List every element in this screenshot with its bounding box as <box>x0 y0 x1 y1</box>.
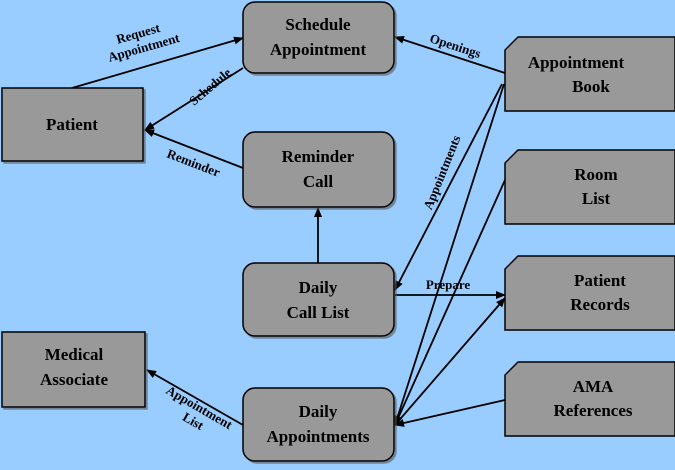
entity-patient: Patient <box>1 87 144 162</box>
process-schedule-appointment-line1: Schedule <box>285 15 351 34</box>
process-schedule-appointment-line2: Appointment <box>270 40 367 59</box>
process-daily-call-list-line1: Daily <box>299 278 338 297</box>
store-ama-references-line1: AMA <box>573 377 614 396</box>
store-room-list-line2: List <box>582 189 611 208</box>
edge-reminder <box>144 129 244 169</box>
process-reminder-call-line1: Reminder <box>282 147 355 166</box>
store-ama-references-line2: References <box>554 401 633 420</box>
edges <box>71 35 506 427</box>
store-appointment-book: Appointment Book <box>504 36 675 112</box>
label-request-appointment: Request Appointment <box>102 15 182 64</box>
process-daily-call-list-line2: Call List <box>287 303 350 322</box>
store-room-list-line1: Room <box>574 165 617 184</box>
store-appointment-book-line1: Appointment <box>528 53 625 72</box>
label-prepare: Prepare <box>426 277 471 292</box>
process-reminder-call: Reminder Call <box>242 131 395 208</box>
edge-schedule <box>144 67 244 131</box>
process-daily-call-list: Daily Call List <box>242 262 395 337</box>
process-daily-appointments-line1: Daily <box>299 402 338 421</box>
entity-medical-associate: Medical Associate <box>1 331 146 408</box>
process-daily-appointments: Daily Appointments <box>242 387 395 462</box>
store-patient-records: Patient Records <box>504 255 675 331</box>
store-ama-references: AMA References <box>504 361 675 437</box>
edge-ama-to-daily <box>394 399 506 427</box>
edge-appointment-list <box>146 369 244 426</box>
store-appointment-book-line2: Book <box>572 77 610 96</box>
entity-medical-associate-line1: Medical <box>45 345 104 364</box>
edge-appointments <box>394 83 503 291</box>
edge-book-to-daily <box>393 83 505 426</box>
store-room-list: Room List <box>504 149 675 225</box>
process-schedule-appointment: Schedule Appointment <box>242 1 395 74</box>
store-patient-records-line2: Records <box>570 295 630 314</box>
edge-request-appointment <box>71 36 244 89</box>
edge-daily-to-records <box>394 297 506 426</box>
store-patient-records-line1: Patient <box>574 271 626 290</box>
process-daily-appointments-line2: Appointments <box>267 427 370 446</box>
edge-room-to-daily <box>394 179 506 426</box>
label-reminder: Reminder <box>165 146 222 180</box>
edge-openings <box>394 35 506 74</box>
label-schedule: Schedule <box>186 65 234 109</box>
entity-medical-associate-line2: Associate <box>40 370 108 389</box>
entity-patient-label: Patient <box>46 115 98 134</box>
process-reminder-call-line2: Call <box>303 172 334 191</box>
label-appointment-list: Appointment List <box>156 382 238 446</box>
